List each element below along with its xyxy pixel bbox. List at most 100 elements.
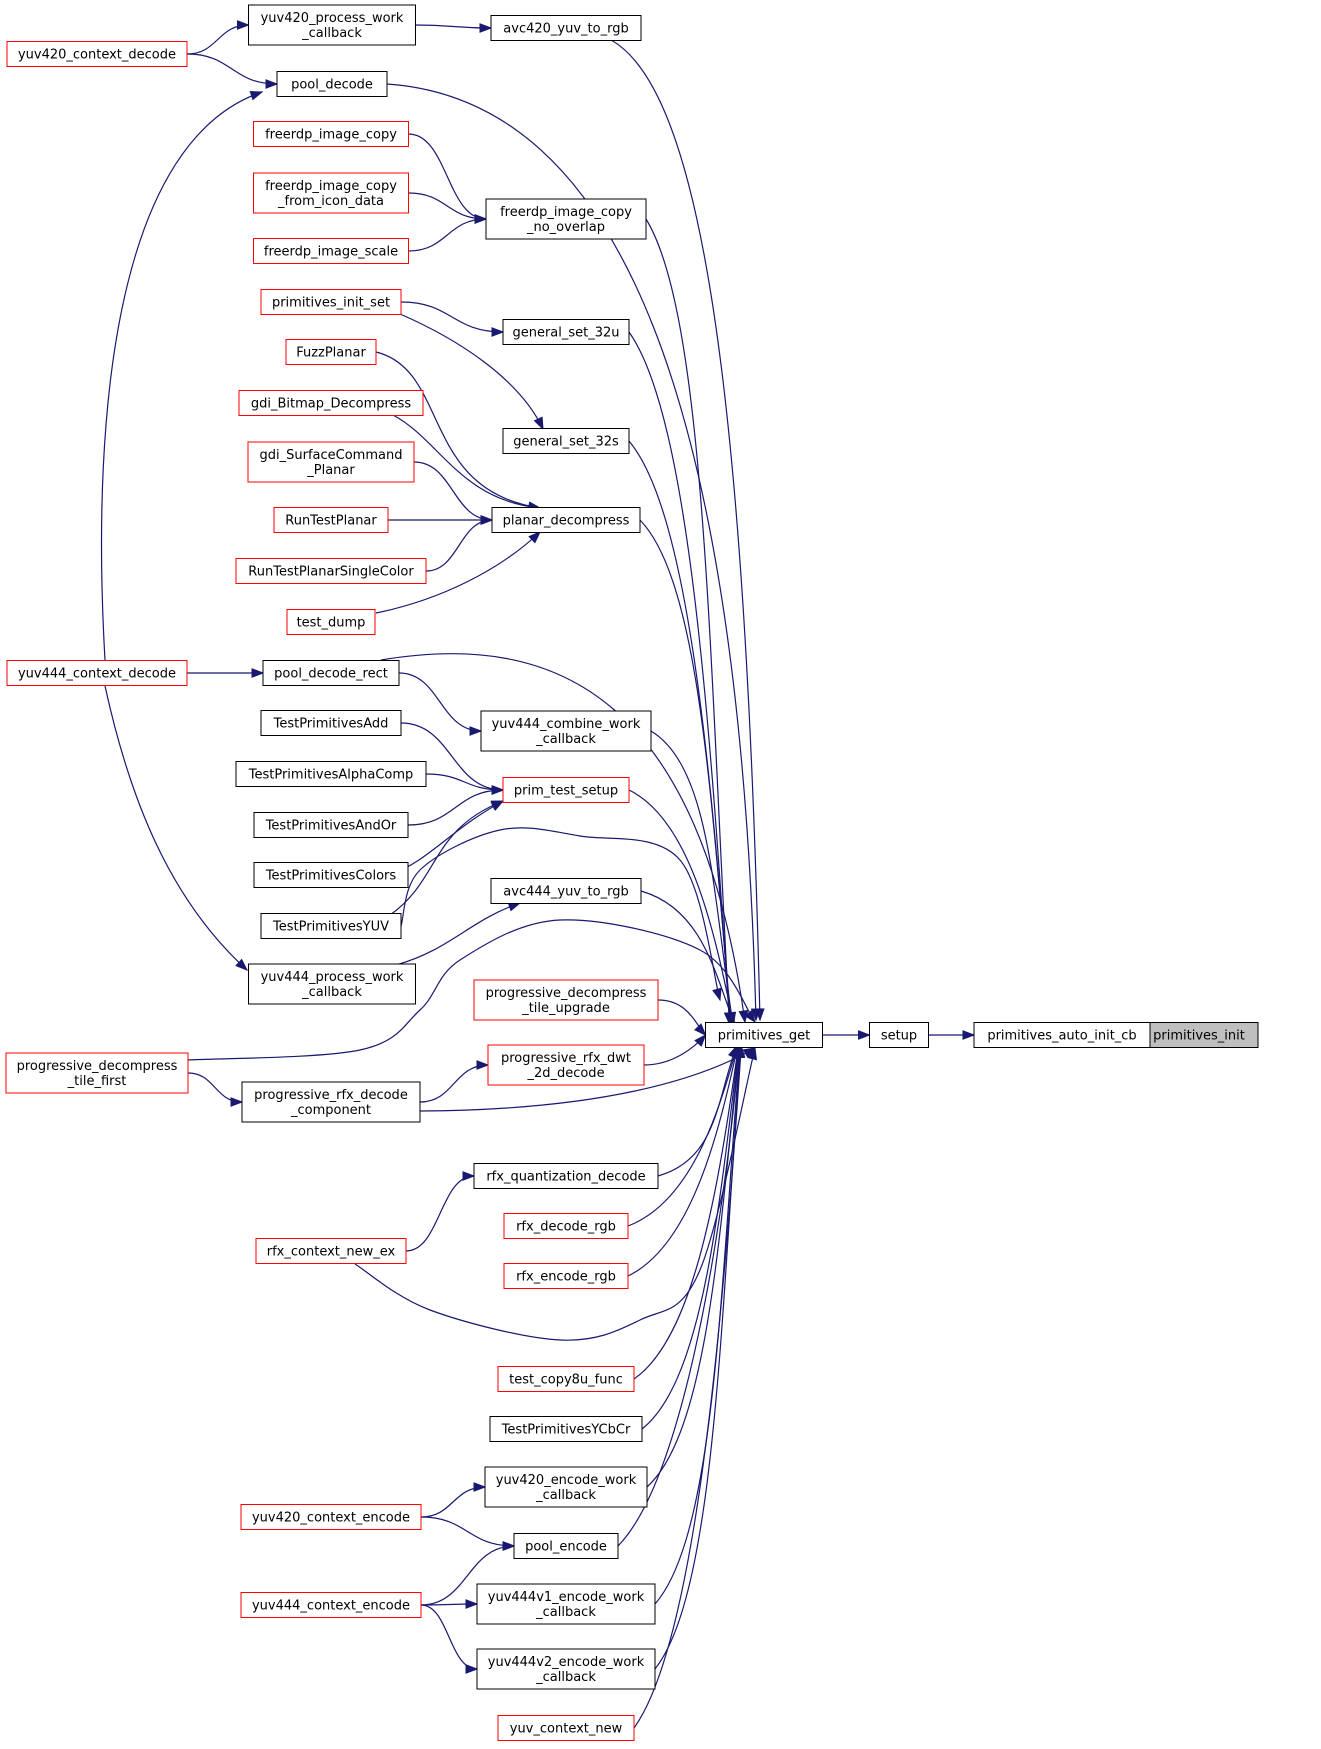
node-rfx-decode-rgb[interactable]: rfx_decode_rgb: [503, 1213, 629, 1239]
node-freerdp-image-scale[interactable]: freerdp_image_scale: [253, 238, 409, 264]
node-label: _callback: [535, 1605, 596, 1620]
edge-line: [395, 902, 521, 966]
edge-line: [628, 789, 735, 1025]
node-yuv444v2-encode-work-callback[interactable]: yuv444v2_encode_work_callback: [476, 1648, 656, 1690]
edge-line: [639, 519, 732, 1025]
edge-line: [187, 919, 756, 1061]
arrowhead: [750, 1008, 761, 1022]
node-label: yuv444_process_work: [261, 970, 404, 985]
node-progressive-decompress-tile-first[interactable]: progressive_decompress_tile_first: [5, 1052, 189, 1094]
node-freerdp-image-copy-no-overlap[interactable]: freerdp_image_copy_no_overlap: [485, 198, 647, 240]
node-label: primitives_init: [1153, 1029, 1245, 1044]
node-primitives-init[interactable]: primitives_init: [1139, 1022, 1259, 1048]
node-yuv444-context-decode[interactable]: yuv444_context_decode: [6, 660, 188, 686]
edge-line: [186, 24, 249, 55]
node-testprimitivesyuv[interactable]: TestPrimitivesYUV: [260, 913, 402, 939]
node-box: [238, 390, 424, 416]
node-pool-encode[interactable]: pool_encode: [513, 1533, 619, 1559]
node-testprimitivescolors[interactable]: TestPrimitivesColors: [253, 862, 409, 888]
node-primitives-auto-init-cb[interactable]: primitives_auto_init_cb: [973, 1022, 1151, 1048]
node-rfx-encode-rgb[interactable]: rfx_encode_rgb: [503, 1263, 629, 1289]
node-fuzzplanar[interactable]: FuzzPlanar: [285, 339, 377, 365]
node-rfx-quantization-decode[interactable]: rfx_quantization_decode: [473, 1163, 659, 1189]
edge-line: [419, 1047, 756, 1112]
node-testprimitivesycbcr[interactable]: TestPrimitivesYCbCr: [489, 1416, 643, 1442]
arrowhead: [462, 1171, 476, 1181]
node-prim-test-setup[interactable]: prim_test_setup: [502, 777, 630, 803]
node-primitives-get[interactable]: primitives_get: [705, 1022, 823, 1048]
node-progressive-decompress-tile-upgrade[interactable]: progressive_decompress_tile_upgrade: [473, 979, 659, 1021]
node-yuv420-encode-work-callback[interactable]: yuv420_encode_work_callback: [484, 1466, 648, 1508]
node-yuv-context-new[interactable]: yuv_context_new: [497, 1715, 635, 1741]
edge-line: [420, 1545, 515, 1606]
node-label: progressive_decompress: [486, 986, 647, 1001]
edge-line: [645, 218, 731, 1025]
node-yuv444v1-encode-work-callback[interactable]: yuv444v1_encode_work_callback: [476, 1583, 656, 1625]
arrowhead: [744, 1009, 756, 1024]
edge-line: [420, 1516, 515, 1547]
node-testprimitivesandor[interactable]: TestPrimitivesAndOr: [253, 812, 409, 838]
edge-line: [408, 218, 487, 252]
arrowhead: [858, 1030, 871, 1040]
arrowhead: [235, 958, 249, 971]
arrowhead: [725, 1011, 735, 1026]
node-freerdp-image-copy-from-icon-data[interactable]: freerdp_image_copy_from_icon_data: [253, 172, 409, 214]
node-label: progressive_decompress: [17, 1059, 178, 1074]
node-yuv444-combine-work-callback[interactable]: yuv444_combine_work_callback: [480, 710, 652, 752]
node-box: [260, 913, 402, 939]
node-progressive-rfx-decode-component[interactable]: progressive_rfx_decode_component: [241, 1081, 421, 1123]
node-yuv420-context-encode[interactable]: yuv420_context_encode: [240, 1504, 422, 1530]
node-gdi-bitmap-decompress[interactable]: gdi_Bitmap_Decompress: [238, 390, 424, 416]
node-general-set-32s[interactable]: general_set_32s: [502, 428, 630, 454]
node-setup[interactable]: setup: [869, 1022, 929, 1048]
node-primitives-init-set[interactable]: primitives_init_set: [260, 289, 402, 315]
arrowhead: [469, 726, 483, 736]
node-test-copy8u-func[interactable]: test_copy8u_func: [497, 1366, 635, 1392]
node-test-dump[interactable]: test_dump: [286, 609, 376, 635]
arrowhead: [480, 515, 494, 525]
node-yuv444-process-work-callback[interactable]: yuv444_process_work_callback: [248, 963, 416, 1005]
node-testprimitivesalphacomp[interactable]: TestPrimitivesAlphaComp: [235, 761, 427, 787]
node-label: primitives_auto_init_cb: [987, 1029, 1136, 1044]
edge-line: [633, 1045, 739, 1380]
edge-line: [610, 39, 761, 1021]
node-yuv420-context-decode[interactable]: yuv420_context_decode: [6, 41, 188, 67]
node-planar-decompress[interactable]: planar_decompress: [491, 507, 641, 533]
arrowhead: [251, 668, 265, 678]
node-box: [503, 1263, 629, 1289]
node-box: [262, 660, 400, 686]
node-box: [513, 1533, 619, 1559]
node-general-set-32u[interactable]: general_set_32u: [502, 319, 630, 345]
edge-yuv-context-new-to-primitives-get: [633, 1044, 746, 1729]
node-testprimitivesadd[interactable]: TestPrimitivesAdd: [260, 710, 402, 736]
node-rfx-context-new-ex[interactable]: rfx_context_new_ex: [255, 1238, 407, 1264]
node-label: RunTestPlanar: [285, 514, 377, 529]
node-label: _no_overlap: [526, 220, 605, 235]
node-box: [476, 1583, 656, 1625]
node-pool-decode[interactable]: pool_decode: [276, 71, 388, 97]
node-runtestplanarsinglecolor[interactable]: RunTestPlanarSingleColor: [235, 558, 427, 584]
node-gdi-surfacecommand-planar[interactable]: gdi_SurfaceCommand_Planar: [247, 441, 415, 483]
node-label: yuv444v1_encode_work: [488, 1590, 645, 1605]
node-box: [490, 15, 642, 41]
node-progressive-rfx-dwt-2d-decode[interactable]: progressive_rfx_dwt_2d_decode: [487, 1044, 645, 1086]
edge-line: [420, 1604, 478, 1670]
edge-line: [392, 414, 541, 509]
node-box: [276, 71, 388, 97]
arrowhead: [490, 800, 505, 810]
node-avc444-yuv-to-rgb[interactable]: avc444_yuv_to_rgb: [490, 878, 642, 904]
node-label: primitives_get: [718, 1029, 811, 1044]
edge-line: [104, 685, 248, 971]
node-avc420-yuv-to-rgb[interactable]: avc420_yuv_to_rgb: [490, 15, 642, 41]
node-yuv444-context-encode[interactable]: yuv444_context_encode: [240, 1592, 422, 1618]
node-runtestplanar[interactable]: RunTestPlanar: [273, 507, 389, 533]
node-yuv420-process-work-callback[interactable]: yuv420_process_work_callback: [248, 4, 416, 46]
edge-line: [654, 1045, 741, 1605]
node-freerdp-image-copy[interactable]: freerdp_image_copy: [253, 121, 409, 147]
node-box: [241, 1081, 421, 1123]
edge-progressive-rfx-decode-component-to-progressive-rfx-dwt-2d-decode: [419, 1060, 490, 1103]
node-pool-decode-rect[interactable]: pool_decode_rect: [262, 660, 400, 686]
node-box: [235, 761, 427, 787]
edge-yuv444v2-encode-work-callback-to-primitives-get: [654, 1044, 745, 1670]
node-box: [485, 198, 647, 240]
